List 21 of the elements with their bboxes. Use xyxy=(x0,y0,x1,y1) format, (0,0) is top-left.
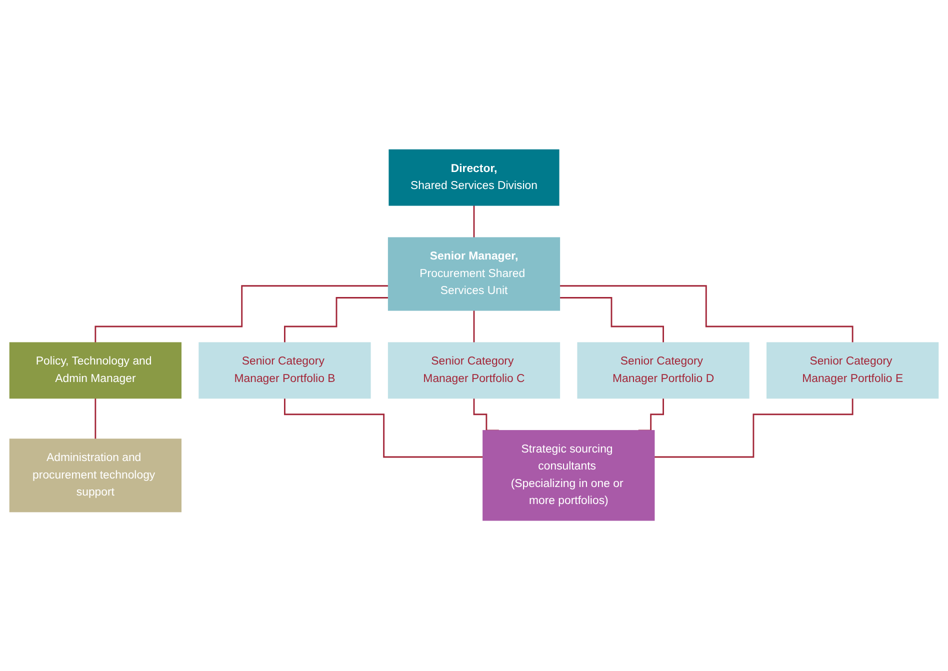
connector xyxy=(654,398,854,458)
connector xyxy=(284,398,483,458)
connector xyxy=(94,286,388,344)
node-box xyxy=(577,342,750,400)
connector xyxy=(473,310,475,344)
node-box xyxy=(388,150,560,206)
node-box xyxy=(198,342,371,400)
connector xyxy=(560,286,854,344)
node-box xyxy=(9,342,182,400)
connector xyxy=(94,398,96,440)
connector xyxy=(638,398,664,432)
connector xyxy=(284,297,388,344)
node-box xyxy=(388,238,560,312)
node-box xyxy=(9,439,182,513)
node-box xyxy=(766,342,939,400)
node-box xyxy=(388,342,560,400)
connector xyxy=(560,297,664,344)
org-chart: Director, Shared Services Division Senior Manager, Procurement Shared Services Unit Policy, Technology and Admin Manager Senior Category Manager Portfolio B Senior Category Manager Portfolio C Senior Category Manager Portfolio D Senior Category Manager Portfolio E Strategic sourcing consultants (Specializing in one or more portfolios) Administration and procurement technology support xyxy=(4,144,944,527)
connector xyxy=(473,398,499,432)
connector xyxy=(473,205,475,239)
node-box xyxy=(482,430,655,522)
